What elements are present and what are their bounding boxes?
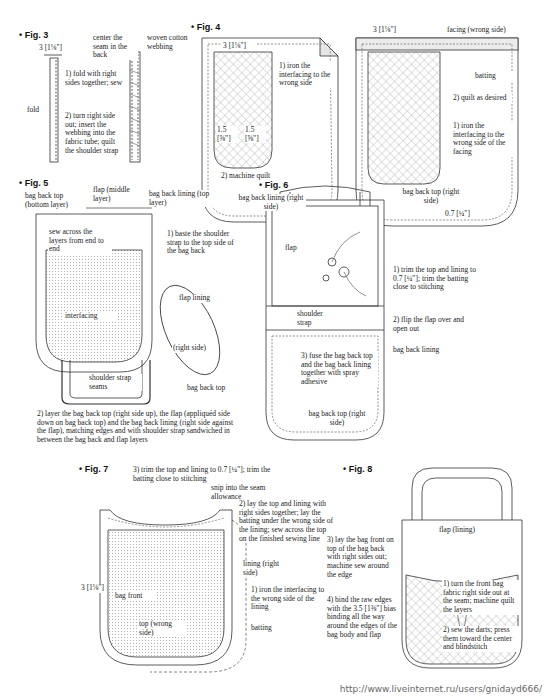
drawing-path	[412, 468, 512, 520]
callout-text: lining (right side)	[242, 560, 290, 577]
drawing-path	[70, 360, 142, 398]
callout-text: 0.7 [¼"]	[444, 210, 480, 219]
callout-text: batting	[250, 624, 286, 633]
drawing-path	[130, 70, 140, 146]
callout-text: (right side)	[172, 344, 214, 353]
drawing-path	[272, 336, 378, 432]
figure-label: • Fig. 7	[78, 464, 138, 474]
callout-text: 1) fold with right sides together; sew	[64, 70, 126, 87]
callout-text: center the seam in the back	[92, 34, 138, 60]
callout-text: batting	[474, 72, 514, 81]
drawing-path	[356, 38, 518, 226]
callout-text: 2) sew the darts; press them toward the …	[442, 626, 520, 652]
callout-text: bag back top (right side)	[398, 188, 464, 205]
callout-text: 3 [1⅛"]	[80, 584, 106, 593]
drawing-line	[266, 306, 384, 307]
callout-text: bag front	[114, 592, 156, 601]
callout-text: shoulder strap seams	[88, 374, 142, 391]
callout-text: 3 [1⅛"]	[38, 44, 72, 53]
callout-text: 3) trim the top and lining to 0.7 [¼"]; …	[132, 466, 288, 483]
callout-text: 1) baste the shoulder strap to the top s…	[166, 230, 236, 256]
callout-text: flap lining	[178, 294, 220, 303]
figure-label: • Fig. 8	[342, 464, 402, 474]
callout-text: 1.5 [⅝"]	[216, 126, 238, 143]
figure-label: • Fig. 3	[18, 30, 78, 40]
callout-text: 1) trim the top and lining to 0.7 [¼"]; …	[392, 266, 480, 292]
callout-text: 1) iron the interfacing to the wrong sid…	[250, 586, 326, 612]
callout-text: sew across the layers from end to end	[48, 228, 112, 254]
figure-label: • Fig. 4	[190, 22, 250, 32]
callout-text: flap	[284, 244, 314, 253]
callout-text: 1) iron the interfacing to the wrong sid…	[278, 62, 334, 88]
callout-text: 3) lay the bag front on top of the bag b…	[326, 536, 398, 579]
callout-text: flap (lining)	[438, 526, 488, 535]
callout-text: snip into the seam allowance	[210, 484, 280, 501]
drawing-path	[422, 478, 502, 520]
callout-text: 1.5 [⅝"]	[244, 126, 266, 143]
figure-label: • Fig. 5	[18, 178, 78, 188]
drawing-rect	[272, 206, 378, 306]
drawing-line	[44, 55, 62, 56]
callout-text: interfacing	[64, 312, 116, 321]
callout-text: 2) turn right side out; insert the webbi…	[64, 112, 126, 155]
callout-text: shoulder strap	[296, 310, 340, 327]
callout-text: 4) bind the raw edges with the 3.5 [1⅜"]…	[326, 596, 398, 639]
callout-text: 3 [1⅛"]	[372, 26, 408, 35]
callout-text: bag back lining	[392, 346, 464, 355]
drawing-rect	[50, 58, 58, 162]
drawing-path	[214, 52, 272, 168]
callout-text: 2) machine quilt	[220, 172, 300, 181]
drawing-line	[56, 60, 57, 160]
drawing-circle	[323, 275, 329, 281]
drawing-path	[62, 360, 150, 404]
drawing-ellipse	[148, 276, 232, 383]
callout-text: 2) quilt as desired	[452, 94, 512, 103]
drawing-path	[108, 518, 224, 527]
watermark: http://www.liveinternet.ru/users/gnidayd…	[299, 684, 543, 694]
callout-text: 2) flip the flap over and open out	[392, 316, 476, 333]
drawing-path	[402, 520, 522, 668]
drawing-line	[138, 54, 139, 160]
callout-text: flap (middle layer)	[92, 186, 142, 203]
drawing-path	[108, 530, 224, 657]
callout-text: 1) iron the interfacing to the wrong sid…	[452, 122, 514, 157]
callout-text: woven cotton webbing	[146, 34, 190, 51]
drawing-path	[36, 214, 152, 372]
callout-text: 3) fuse the bag back top and the bag bac…	[300, 352, 378, 387]
figure-label: • Fig. 6	[258, 180, 318, 190]
drawing-line	[266, 330, 384, 331]
callout-text: 1) turn the front bag fabric right side …	[442, 580, 520, 615]
callout-text: bag back lining (right side)	[236, 194, 306, 211]
drawing-path	[368, 52, 440, 184]
callout-text: bag back top	[186, 384, 236, 393]
callout-text: bag back top (bottom layer)	[24, 192, 86, 209]
drawing-path	[266, 200, 384, 440]
callout-text: bag back lining (top layer)	[148, 190, 216, 207]
callout-text: 2) lay the top and lining with right sid…	[238, 500, 336, 543]
drawing-rect	[130, 52, 140, 162]
callout-text: 2) layer the bag back top (right side up…	[36, 410, 242, 445]
drawing-path	[332, 232, 366, 296]
drawing-path	[46, 250, 142, 362]
drawing-polygon	[320, 38, 338, 56]
callout-text: fold	[26, 106, 48, 115]
callout-text: bag back top (right side)	[304, 410, 370, 427]
callout-text: top (wrong side)	[138, 620, 186, 637]
drawing-g	[36, 38, 522, 672]
callout-text: facing (wrong side)	[446, 26, 520, 35]
drawing-path	[202, 38, 338, 222]
drawing-path	[100, 510, 232, 665]
drawing-path	[280, 186, 370, 192]
callout-text: 3 [1⅛"]	[222, 42, 256, 51]
